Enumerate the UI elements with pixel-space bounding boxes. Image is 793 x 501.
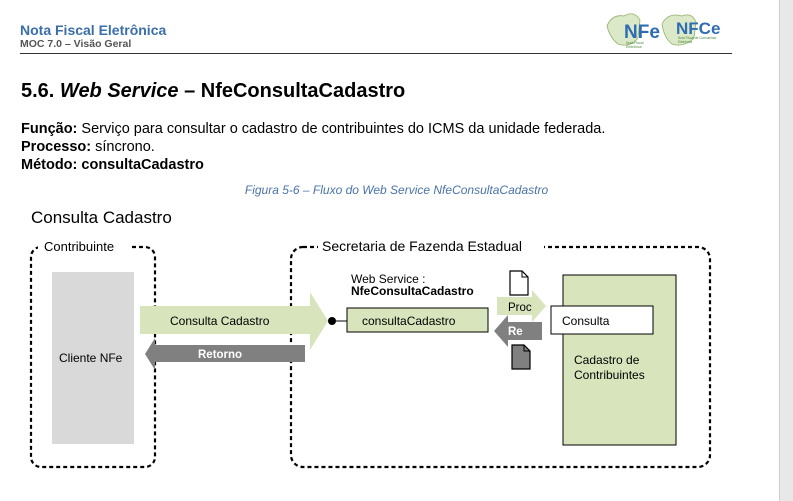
contribuinte-label: Contribuinte bbox=[44, 239, 114, 254]
cliente-nfe-label: Cliente NFe bbox=[59, 351, 123, 365]
ws-label-line1: Web Service : bbox=[351, 272, 425, 286]
method-box bbox=[346, 307, 489, 333]
logo-nfe-small-2: Eletrônica bbox=[626, 45, 642, 49]
flow-diagram: Consulta Cadastro Contribuinte Cliente N… bbox=[29, 208, 712, 469]
processo-text: síncrono. bbox=[91, 139, 155, 155]
header-subtitle: MOC 7.0 – Visão Geral bbox=[20, 38, 132, 50]
logo-nfce-small-1: Nota Fiscal de Consumidor bbox=[678, 36, 717, 40]
cliente-nfe-box bbox=[52, 272, 134, 444]
diagram-title: Consulta Cadastro bbox=[31, 208, 172, 227]
consulta-cadastro-arrow-label: Consulta Cadastro bbox=[170, 314, 270, 328]
nfe-nfce-logo: NFe NFCe Nota Fiscal Eletrônica Nota Fis… bbox=[606, 13, 720, 49]
section-title: 5.6. Web Service – NfeConsultaCadastro bbox=[21, 80, 405, 103]
retorno-arrow-label: Retorno bbox=[198, 349, 242, 361]
cadastro-contribuintes-box bbox=[562, 274, 677, 446]
metodo-line: Método: consultaCadastro bbox=[21, 157, 204, 173]
cadastro-label-line2: Contribuintes bbox=[574, 368, 645, 382]
processo-label: Processo: bbox=[21, 139, 92, 155]
secretaria-label: Secretaria de Fazenda Estadual bbox=[322, 238, 522, 254]
re-arrow-label: Re bbox=[508, 326, 523, 338]
funcao-text: Serviço para consultar o cadastro de con… bbox=[77, 121, 606, 137]
metodo-text: consultaCadastro bbox=[77, 157, 204, 173]
consulta-cadastro-arrow bbox=[140, 292, 328, 350]
consulta-box bbox=[550, 305, 654, 335]
response-document-icon bbox=[511, 344, 531, 370]
request-document-icon bbox=[509, 270, 529, 296]
logo-nfe-small-1: Nota Fiscal bbox=[626, 41, 644, 45]
header-divider bbox=[20, 53, 732, 54]
logo-nfce-text: NFCe bbox=[676, 19, 720, 38]
logo-nfce-small-2: Eletrônica bbox=[678, 40, 692, 44]
section-title-rest: – NfeConsultaCadastro bbox=[184, 80, 406, 102]
cadastro-label-line1: Cadastro de bbox=[574, 353, 640, 367]
proc-arrow-label: Proc bbox=[508, 302, 532, 314]
consulta-box-label: Consulta bbox=[562, 314, 610, 328]
retorno-arrow bbox=[145, 338, 305, 370]
funcao-line: Função: Serviço para consultar o cadastr… bbox=[21, 121, 605, 137]
re-arrow bbox=[494, 315, 542, 347]
vertical-scrollbar[interactable] bbox=[779, 0, 793, 501]
section-title-italic: Web Service bbox=[59, 80, 179, 102]
funcao-label: Função: bbox=[21, 121, 78, 137]
ws-label-line2: NfeConsultaCadastro bbox=[351, 284, 474, 298]
header-title: Nota Fiscal Eletrônica bbox=[20, 22, 167, 38]
metodo-label: Método: bbox=[21, 157, 78, 173]
method-label: consultaCadastro bbox=[362, 314, 456, 328]
processo-line: Processo: síncrono. bbox=[21, 139, 155, 155]
figure-caption: Figura 5-6 – Fluxo do Web Service NfeCon… bbox=[244, 183, 549, 197]
logo-nfe-text: NFe bbox=[624, 22, 660, 43]
section-number: 5.6. bbox=[21, 80, 55, 102]
proc-arrow bbox=[497, 290, 546, 322]
